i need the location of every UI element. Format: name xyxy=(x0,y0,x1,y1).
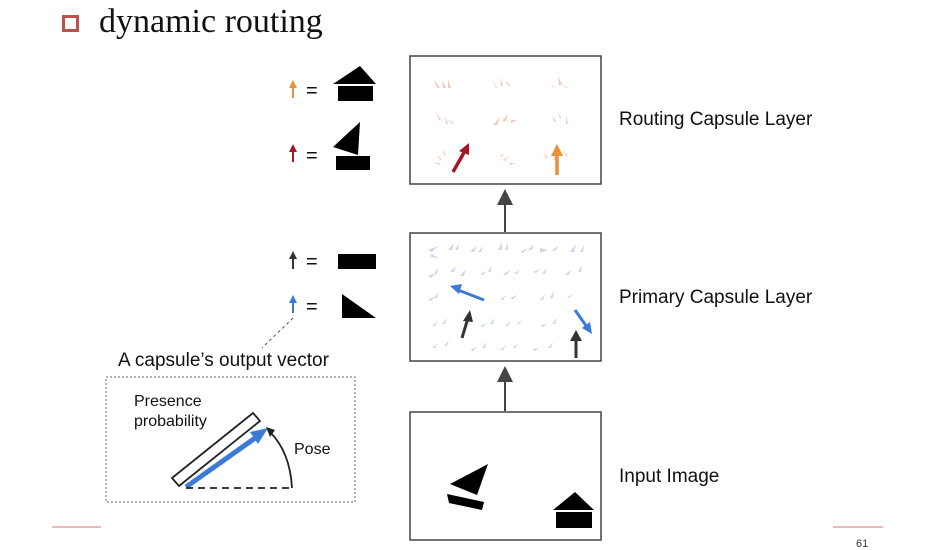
leader-dashed-line xyxy=(261,317,294,349)
output-vector-shaft xyxy=(184,433,260,490)
legend-equals-2: = xyxy=(306,145,318,167)
legend-equals-3: = xyxy=(306,251,318,273)
primary-layer-label: Primary Capsule Layer xyxy=(619,287,813,308)
pose-arc xyxy=(269,431,293,489)
legend-equals-1: = xyxy=(306,80,318,102)
primary-arrow-blue-right xyxy=(573,309,589,328)
routing-arrowhead-house xyxy=(551,144,563,156)
capsule-output-heading: A capsule’s output vector xyxy=(118,350,329,371)
routing-layer-label: Routing Capsule Layer xyxy=(619,109,813,130)
routing-arrowhead-sailboat xyxy=(459,143,469,155)
legend-rectangle-icon xyxy=(338,254,376,269)
primary-arrowhead-blue-right xyxy=(582,322,592,334)
legend-arrow-dark-icon xyxy=(289,251,297,259)
primary-faint-arrows xyxy=(428,242,584,351)
input-image-label: Input Image xyxy=(619,466,720,487)
legend-sailboat-icon xyxy=(333,122,370,170)
presence-label-line1: Presence xyxy=(134,393,202,410)
primary-arrowhead-blue-left xyxy=(450,284,462,294)
legend-arrow-orange-icon xyxy=(289,80,297,88)
primary-arrow-blue-left xyxy=(457,288,485,302)
primary-arrowhead-dark-2 xyxy=(570,330,582,341)
legend-arrow-red-icon xyxy=(289,144,297,152)
pose-label: Pose xyxy=(294,441,331,458)
pose-arc-arrowhead xyxy=(266,427,275,437)
legend-triangle-icon xyxy=(342,294,376,318)
legend-equals-4: = xyxy=(306,296,318,318)
input-house-icon xyxy=(553,492,594,528)
primary-capsule-box xyxy=(409,232,602,362)
presence-bar xyxy=(170,411,262,488)
presence-label-line2: probability xyxy=(134,413,207,430)
slide-title-row: dynamic routing xyxy=(62,2,323,42)
routing-faint-arrows xyxy=(434,76,568,165)
capsule-explainer-box xyxy=(105,376,356,503)
page-number: 61 xyxy=(856,538,869,550)
legend-arrow-blue-icon xyxy=(289,295,297,303)
bullet-square-icon xyxy=(62,14,79,32)
legend-house-icon xyxy=(333,66,376,101)
primary-arrowhead-dark-1 xyxy=(463,310,473,322)
input-sailboat-icon xyxy=(447,464,488,510)
slide-title: dynamic routing xyxy=(99,3,323,40)
output-vector-arrowhead xyxy=(250,428,268,444)
